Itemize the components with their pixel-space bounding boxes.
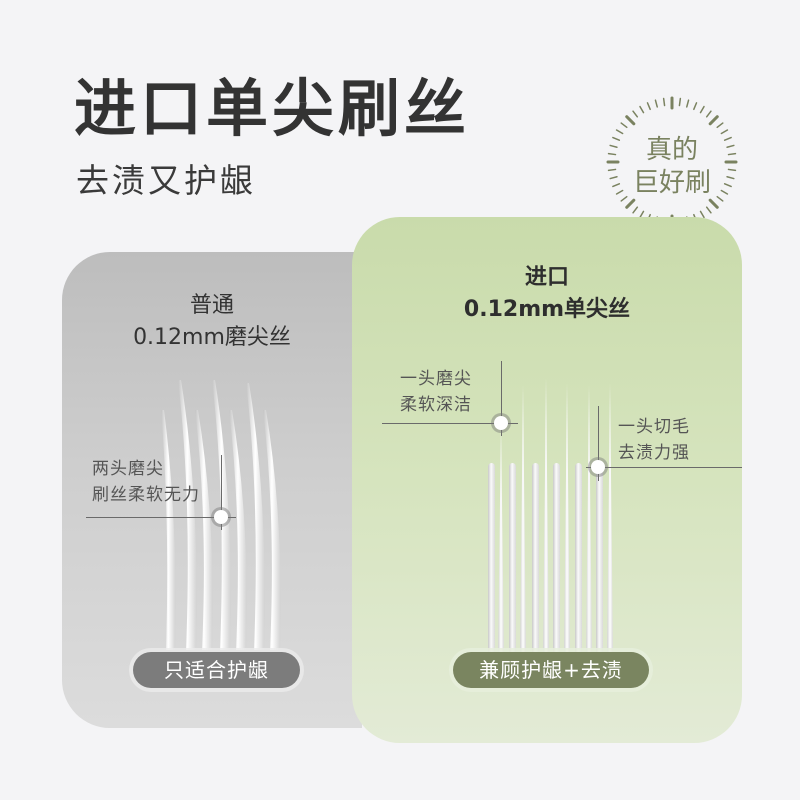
imported-heading-line-2: 0.12mm单尖丝 [463,297,631,322]
badge-line-2: 巨好刷 [632,168,711,198]
regular-annotation: 两头磨尖 刷丝柔软无力 [92,456,200,508]
cut-end-annotation: 一头切毛 去渍力强 [618,414,690,466]
tapered-pointer-dot-icon [494,416,508,430]
badge-line-1: 真的 [645,135,698,165]
regular-usage-pill: 只适合护龈 [133,652,300,688]
cut-bristle [532,463,539,653]
imported-card-heading: 进口 0.12mm单尖丝 [352,262,742,326]
regular-card-heading: 普通 0.12mm磨尖丝 [62,290,362,354]
cut-pointer-vline [598,406,599,481]
regular-annotation-line-1: 两头磨尖 [92,459,164,479]
cut-pointer-dot-icon [591,460,605,474]
tapered-bristle [564,383,570,653]
page-subtitle: 去渍又护龈 [76,161,256,200]
tapered-annotation-line-2: 柔软深洁 [400,395,472,415]
tapered-end-annotation: 一头磨尖 柔软深洁 [400,366,472,418]
sunburst-ring-icon [606,96,738,224]
regular-heading-line-1: 普通 [189,293,234,318]
regular-pointer-dot-icon [214,510,228,524]
tapered-bristle [520,385,526,653]
cut-annotation-line-2: 去渍力强 [618,443,690,463]
cut-pointer-hline [586,467,742,468]
page-title: 进口单尖刷丝 [74,72,471,145]
regular-pointer-hline [86,517,236,518]
cut-bristle [509,463,516,653]
cut-bristle [575,463,582,653]
tapered-bristle [586,385,592,653]
cut-bristle [596,463,603,653]
tapered-bristle [498,425,504,653]
regular-annotation-line-2: 刷丝柔软无力 [92,485,200,505]
tapered-pointer-vline [501,361,502,436]
tapered-bristle [543,378,549,653]
imported-usage-pill: 兼顾护龈+去渍 [453,652,649,688]
tapered-bristle [607,383,613,653]
cut-bristle [488,463,495,653]
cut-bristle [553,463,560,653]
cut-annotation-line-1: 一头切毛 [618,417,690,437]
regular-pointer-vline [221,455,222,530]
badge-stamp: 真的 巨好刷 [597,94,747,224]
badge-text: 真的 巨好刷 [597,134,747,200]
regular-heading-line-2: 0.12mm磨尖丝 [133,325,291,350]
tapered-pointer-hline [382,423,518,424]
tapered-annotation-line-1: 一头磨尖 [400,369,472,389]
imported-heading-line-1: 进口 [524,265,569,290]
